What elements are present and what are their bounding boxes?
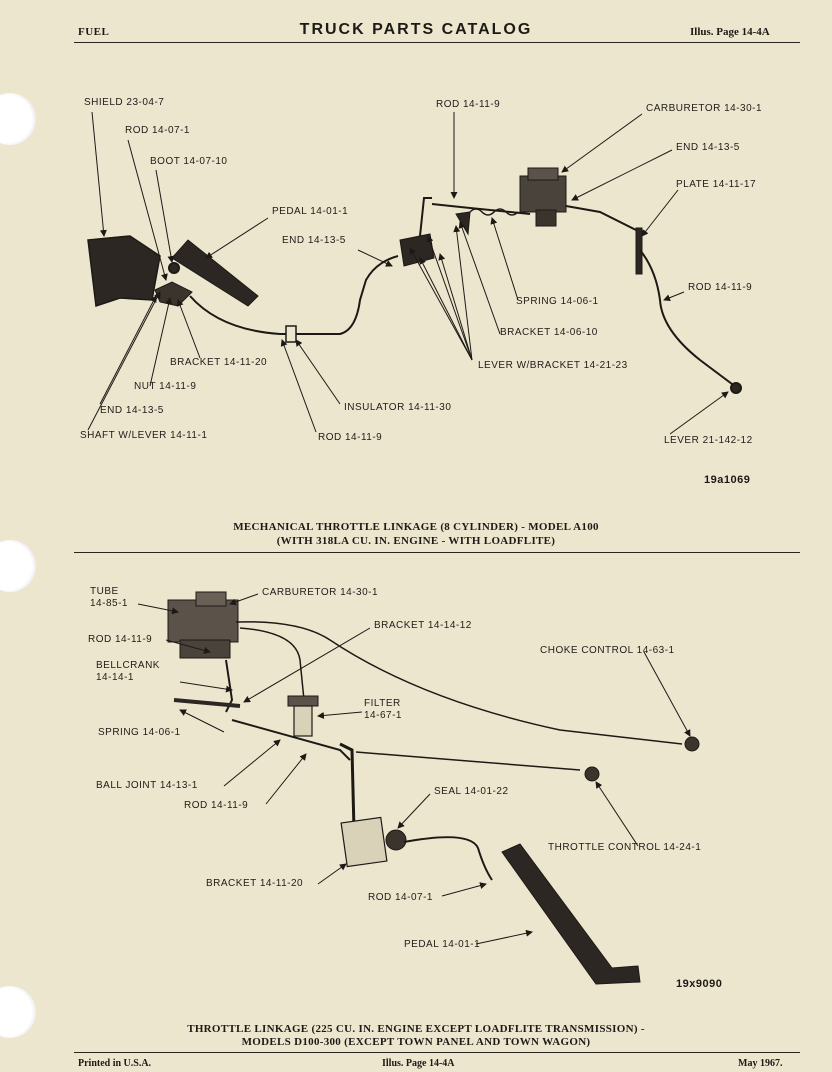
figure1-caption-line2: (WITH 318LA CU. IN. ENGINE - WITH LOADFL… — [276, 535, 556, 547]
label-filter: FILTER 14-67-1 — [364, 698, 402, 722]
filter-part — [287, 695, 319, 737]
label-filter-line2: 14-67-1 — [364, 710, 402, 721]
figure-separator — [74, 552, 800, 553]
label-rod-center: ROD 14-11-9 — [436, 99, 501, 110]
footer-page-ref: Illus. Page 14-4A — [382, 1058, 455, 1069]
seal-part — [385, 829, 407, 851]
spring-part — [469, 208, 519, 216]
label-pedal: PEDAL 14-01-1 — [272, 206, 349, 217]
accel-rod — [173, 698, 241, 708]
label-bracket-mid: BRACKET 14-06-10 — [500, 327, 598, 338]
label-bracket-bottom: BRACKET 14-11-20 — [206, 878, 304, 889]
label-lever-bracket: LEVER W/BRACKET 14-21-23 — [478, 360, 628, 371]
figure1-caption-line1: MECHANICAL THROTTLE LINKAGE (8 CYLINDER)… — [233, 521, 599, 533]
label-carburetor2: CARBURETOR 14-30-1 — [262, 587, 379, 598]
label-bellcrank: BELLCRANK 14-14-1 — [96, 660, 160, 684]
bracket-part — [154, 281, 193, 307]
label-bracket-left: BRACKET 14-11-20 — [170, 357, 268, 368]
section-label: FUEL — [78, 26, 110, 38]
label-spring2: SPRING 14-06-1 — [98, 727, 181, 738]
footer-date: May 1967. — [738, 1058, 783, 1069]
figure2-leaders — [137, 593, 691, 945]
choke-cable — [235, 621, 683, 745]
label-rod-mid2: ROD 14-11-9 — [184, 800, 249, 811]
pedal2-part — [501, 843, 641, 985]
label-shield: SHIELD 23-04-7 — [84, 97, 165, 108]
label-tube-line2: 14-85-1 — [90, 598, 128, 609]
bracket2-part — [340, 816, 388, 868]
label-end-left: END 14-13-5 — [100, 405, 164, 416]
pedal-part — [171, 239, 259, 307]
label-filter-line1: FILTER — [364, 698, 401, 709]
vertical-lever — [339, 742, 356, 831]
figure2-number: 19x9090 — [676, 978, 723, 990]
bellcrank-part — [225, 659, 234, 713]
label-tube: TUBE 14-85-1 — [90, 586, 128, 610]
label-rod-top2: ROD 14-11-9 — [88, 634, 153, 645]
label-plate: PLATE 14-11-17 — [676, 179, 757, 190]
figure2-caption-line1: THROTTLE LINKAGE (225 CU. IN. ENGINE EXC… — [187, 1023, 645, 1035]
lower-rod — [189, 255, 399, 335]
throttle-knob — [584, 766, 600, 782]
label-bellcrank-line1: BELLCRANK — [96, 660, 160, 671]
label-pedal2: PEDAL 14-01-1 — [404, 939, 481, 950]
label-bellcrank-line2: 14-14-1 — [96, 672, 134, 683]
label-rod-top: ROD 14-07-1 — [125, 125, 190, 136]
label-insulator: INSULATOR 14-11-30 — [344, 402, 452, 413]
carburetor-part — [519, 167, 567, 227]
header-page-ref: Illus. Page 14-4A — [690, 26, 770, 38]
center-vertical-rod — [419, 197, 432, 237]
shield-part — [87, 235, 161, 308]
label-ball-joint: BALL JOINT 14-13-1 — [96, 780, 198, 791]
fuel-line — [239, 627, 305, 701]
label-end-mid: END 14-13-5 — [282, 235, 346, 246]
page-header: FUEL TRUCK PARTS CATALOG Illus. Page 14-… — [0, 0, 832, 44]
carburetor2-part — [167, 591, 239, 659]
label-choke-control: CHOKE CONTROL 14-63-1 — [540, 645, 675, 656]
label-lever-right: LEVER 21-142-12 — [664, 435, 753, 446]
label-shaft: SHAFT W/LEVER 14-11-1 — [80, 430, 208, 441]
label-rod-bottom: ROD 14-11-9 — [318, 432, 383, 443]
label-rod-right: ROD 14-11-9 — [688, 282, 753, 293]
footer-printed: Printed in U.S.A. — [78, 1058, 152, 1069]
label-carburetor: CARBURETOR 14-30-1 — [646, 103, 763, 114]
label-throttle-control: THROTTLE CONTROL 14-24-1 — [548, 842, 702, 853]
figure2-caption-line2: MODELS D100-300 (EXCEPT TOWN PANEL AND T… — [241, 1036, 591, 1048]
label-rod-bottom2: ROD 14-07-1 — [368, 892, 433, 903]
footer-rule — [74, 1052, 800, 1053]
carb-rod — [431, 203, 531, 215]
label-spring: SPRING 14-06-1 — [516, 296, 599, 307]
pedal-rod — [403, 836, 493, 881]
label-seal: SEAL 14-01-22 — [434, 786, 509, 797]
figure2-artwork — [167, 591, 700, 985]
label-nut: NUT 14-11-9 — [134, 381, 197, 392]
right-rod-upper — [565, 205, 641, 233]
main-rod — [231, 719, 351, 761]
catalog-title: TRUCK PARTS CATALOG — [299, 21, 533, 38]
label-end-right: END 14-13-5 — [676, 142, 740, 153]
label-boot: BOOT 14-07-10 — [150, 156, 228, 167]
choke-knob — [684, 736, 700, 752]
right-rod-lower — [639, 249, 733, 385]
label-tube-line1: TUBE — [90, 586, 119, 597]
lever-end-part — [730, 382, 742, 394]
figure1-leaders — [87, 111, 729, 435]
header-rule — [74, 42, 800, 43]
boot-part — [168, 262, 180, 274]
label-bracket-top: BRACKET 14-14-12 — [374, 620, 472, 631]
figure1-number: 19a1069 — [704, 474, 751, 486]
throttle-cable — [355, 751, 581, 771]
insulator-part — [285, 325, 297, 343]
